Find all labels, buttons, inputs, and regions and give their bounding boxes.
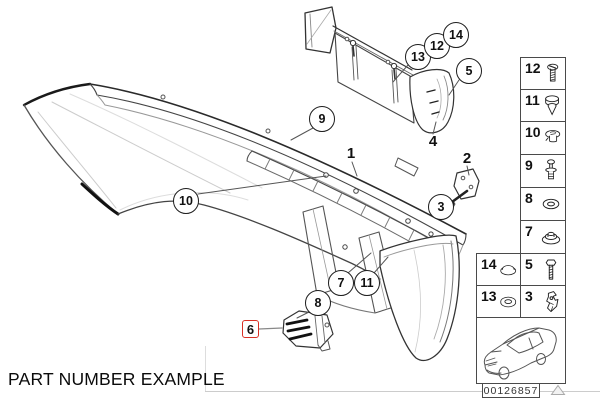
metal-clip-icon [546, 290, 559, 312]
image-number: 00126857 [483, 384, 539, 397]
legend-item-5[interactable]: 5 [520, 253, 566, 286]
round-grommet-icon [541, 231, 561, 245]
grommet-icon [544, 130, 560, 143]
callout-8[interactable]: 8 [305, 290, 331, 316]
callout-5[interactable]: 5 [456, 58, 482, 84]
push-rivet-icon [545, 159, 557, 180]
legend-item-11[interactable]: 11 [520, 89, 566, 122]
legend-item-7[interactable]: 7 [520, 220, 566, 254]
legend-item-3[interactable]: 3 [520, 285, 566, 318]
watermark-triangle-icon [550, 384, 566, 395]
legend-item-14[interactable]: 14 [476, 253, 521, 286]
ring-washer-icon [499, 296, 516, 307]
content-box-bottom-edge [205, 391, 600, 392]
screw-icon [546, 63, 558, 81]
legend-item-13[interactable]: 13 [476, 285, 521, 318]
callout-9[interactable]: 9 [309, 106, 335, 132]
oval-washer-icon [542, 198, 560, 210]
callout-12[interactable]: 12 [424, 33, 450, 59]
car-icon [483, 327, 557, 380]
page-caption: PART NUMBER EXAMPLE [8, 369, 225, 389]
callout-2[interactable]: 2 [462, 149, 472, 167]
callout-11[interactable]: 11 [354, 270, 380, 296]
cover-cap-icon [499, 264, 516, 275]
legend-item-9[interactable]: 9 [520, 154, 566, 188]
callout-4[interactable]: 4 [428, 132, 438, 150]
legend-item-8[interactable]: 8 [520, 187, 566, 221]
callout-1[interactable]: 1 [346, 144, 356, 162]
callout-7[interactable]: 7 [328, 270, 354, 296]
callout-10[interactable]: 10 [173, 188, 199, 214]
image-number-box: 00126857 [482, 383, 540, 398]
callout-6-highlighted[interactable]: 6 [242, 320, 259, 338]
legend-item-12[interactable]: 12 [520, 57, 566, 90]
callout-3[interactable]: 3 [428, 194, 454, 220]
callout-14[interactable]: 14 [443, 22, 469, 48]
content-box-left-edge [205, 346, 206, 391]
legend-item-10[interactable]: 10 [520, 121, 566, 155]
hex-bolt-icon [545, 259, 557, 280]
expanding-rivet-icon [545, 94, 559, 115]
vehicle-thumbnail [476, 317, 566, 384]
